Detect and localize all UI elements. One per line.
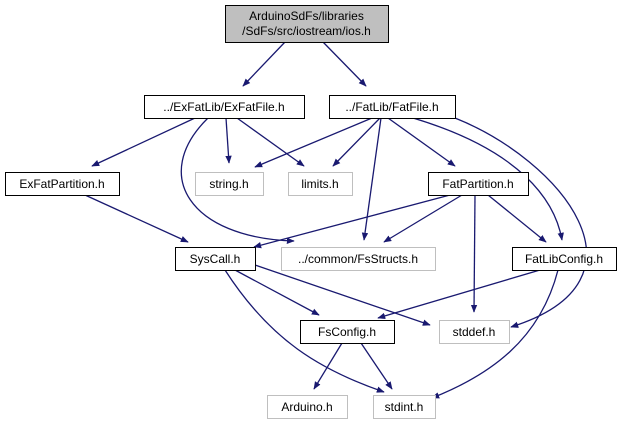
node-fatfile-h[interactable]: ../FatLib/FatFile.h bbox=[329, 95, 456, 119]
node-stdint-h: stdint.h bbox=[373, 395, 436, 419]
node-fatfile-h-label: ../FatLib/FatFile.h bbox=[345, 100, 438, 114]
edge-fatfile-to-limits bbox=[332, 117, 381, 167]
edge-fatpartition-to-fsstructs bbox=[383, 194, 463, 243]
node-fsconfig-h-label: FsConfig.h bbox=[318, 325, 376, 339]
node-fsstructs-h-box bbox=[281, 247, 436, 271]
node-stddef-h-label: stddef.h bbox=[453, 325, 496, 339]
node-fsstructs-h: ../common/FsStructs.h bbox=[281, 247, 436, 271]
edge-ios-to-exfatfile bbox=[242, 41, 286, 87]
node-fsstructs-h-label: ../common/FsStructs.h bbox=[298, 252, 418, 266]
edge-exfatfile-to-exfatpartition bbox=[91, 117, 196, 167]
node-stdint-h-label: stdint.h bbox=[385, 400, 424, 414]
edge-syscall-to-stddef bbox=[254, 264, 431, 326]
node-fatlibconfig-h[interactable]: FatLibConfig.h bbox=[512, 247, 617, 271]
node-exfatpartition-h-label: ExFatPartition.h bbox=[19, 177, 104, 191]
edge-fatfile-to-fsstructs bbox=[361, 117, 382, 241]
node-fatlibconfig-h-box bbox=[512, 247, 617, 271]
node-ios-h-label-line2: /SdFs/src/iostream/ios.h bbox=[242, 24, 371, 38]
node-string-h-label: string.h bbox=[209, 177, 248, 191]
node-syscall-h-label: SysCall.h bbox=[190, 252, 241, 266]
node-limits-h-box bbox=[288, 172, 353, 196]
edge-fsconfig-to-arduino bbox=[313, 342, 343, 390]
node-fatfile-h-box bbox=[329, 95, 456, 119]
node-exfatpartition-h[interactable]: ExFatPartition.h bbox=[5, 172, 120, 196]
node-ios-h-box bbox=[225, 5, 389, 43]
edge-syscall-to-fsconfig bbox=[234, 269, 320, 316]
node-stdint-h-box bbox=[373, 395, 436, 419]
edge-syscall-to-stdint bbox=[224, 269, 385, 393]
edges-layer bbox=[84, 41, 588, 399]
edge-fatlibconfig-to-stdint bbox=[431, 269, 559, 399]
node-limits-h: limits.h bbox=[288, 172, 353, 196]
edge-exfatfile-to-fsstructs bbox=[180, 117, 295, 244]
node-exfatpartition-h-box bbox=[5, 172, 120, 196]
node-string-h: string.h bbox=[195, 172, 264, 196]
nodes-layer: ArduinoSdFs/libraries /SdFs/src/iostream… bbox=[5, 5, 617, 419]
node-fatpartition-h[interactable]: FatPartition.h bbox=[428, 172, 529, 196]
node-ios-h[interactable]: ArduinoSdFs/libraries /SdFs/src/iostream… bbox=[225, 5, 389, 43]
edge-fatpartition-to-fatlibconfig bbox=[487, 194, 547, 243]
node-exfatfile-h[interactable]: ../ExFatLib/ExFatFile.h bbox=[144, 95, 305, 119]
edge-fatfile-to-fatpartition bbox=[387, 117, 456, 167]
edge-exfatfile-to-string bbox=[225, 117, 232, 164]
node-limits-h-label: limits.h bbox=[301, 177, 338, 191]
edge-fsconfig-to-stdint bbox=[360, 342, 393, 390]
node-fsconfig-h[interactable]: FsConfig.h bbox=[300, 320, 395, 344]
edge-fatpartition-to-stddef bbox=[470, 194, 478, 313]
edge-exfatfile-to-limits bbox=[236, 117, 305, 167]
edge-ios-to-fatfile bbox=[322, 41, 367, 87]
node-arduino-h-label: Arduino.h bbox=[281, 400, 332, 414]
node-arduino-h: Arduino.h bbox=[267, 395, 348, 419]
node-arduino-h-box bbox=[267, 395, 348, 419]
node-fatpartition-h-label: FatPartition.h bbox=[442, 177, 513, 191]
edge-fatfile-to-stddef bbox=[454, 117, 588, 328]
node-ios-h-label-line1: ArduinoSdFs/libraries bbox=[249, 9, 364, 23]
node-fatlibconfig-h-label: FatLibConfig.h bbox=[525, 252, 603, 266]
node-stddef-h-box bbox=[439, 320, 510, 344]
edge-fatpartition-to-syscall bbox=[253, 194, 451, 249]
node-exfatfile-h-label: ../ExFatLib/ExFatFile.h bbox=[163, 100, 284, 114]
node-fatpartition-h-box bbox=[428, 172, 529, 196]
edge-fatlibconfig-to-fsconfig bbox=[377, 269, 541, 320]
edge-fatfile-to-string bbox=[254, 117, 373, 168]
node-string-h-box bbox=[195, 172, 264, 196]
node-fsconfig-h-box bbox=[300, 320, 395, 344]
node-exfatfile-h-box bbox=[144, 95, 305, 119]
edge-exfatpartition-to-syscall bbox=[84, 194, 189, 243]
node-stddef-h: stddef.h bbox=[439, 320, 510, 344]
node-syscall-h[interactable]: SysCall.h bbox=[175, 247, 256, 271]
node-syscall-h-box bbox=[175, 247, 256, 271]
